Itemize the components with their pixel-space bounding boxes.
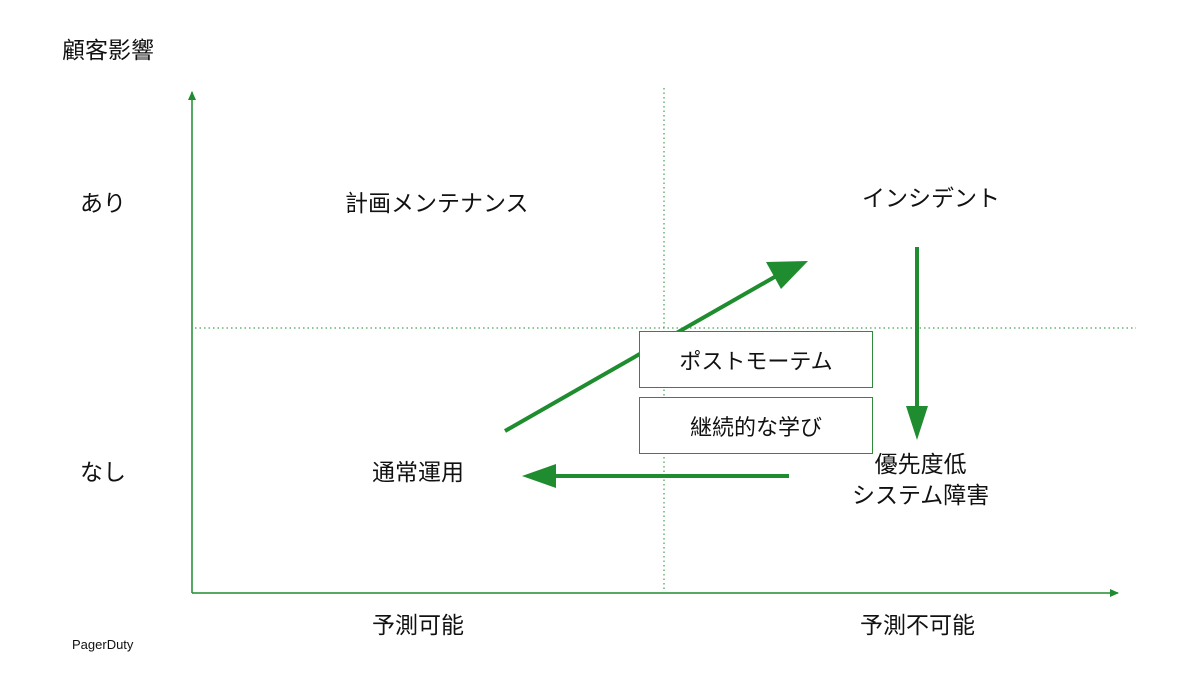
continuous-learning-box: 継続的な学び xyxy=(639,397,873,454)
quadrant-low-priority-failure: 優先度低 システム障害 xyxy=(852,450,989,512)
y-tick-low: なし xyxy=(80,460,126,486)
quadrant-incident: インシデント xyxy=(862,186,1000,212)
arrow-to-low-priority xyxy=(906,247,928,440)
quadrant-planned-maintenance: 計画メンテナンス xyxy=(345,191,529,217)
x-tick-unpredictable: 予測不可能 xyxy=(860,613,975,639)
brand-logo-text: PagerDuty xyxy=(72,637,134,652)
postmortem-box: ポストモーテム xyxy=(639,331,873,388)
y-tick-high: あり xyxy=(80,191,126,217)
quadrant-br-line-2: システム障害 xyxy=(852,483,990,510)
x-tick-predictable: 予測可能 xyxy=(372,613,464,639)
quadrant-normal-operations: 通常運用 xyxy=(372,460,464,486)
y-axis-title: 顧客影響 xyxy=(62,38,154,64)
quadrant-br-line-1: 優先度低 xyxy=(874,452,967,478)
arrow-to-normal-ops xyxy=(522,464,789,488)
